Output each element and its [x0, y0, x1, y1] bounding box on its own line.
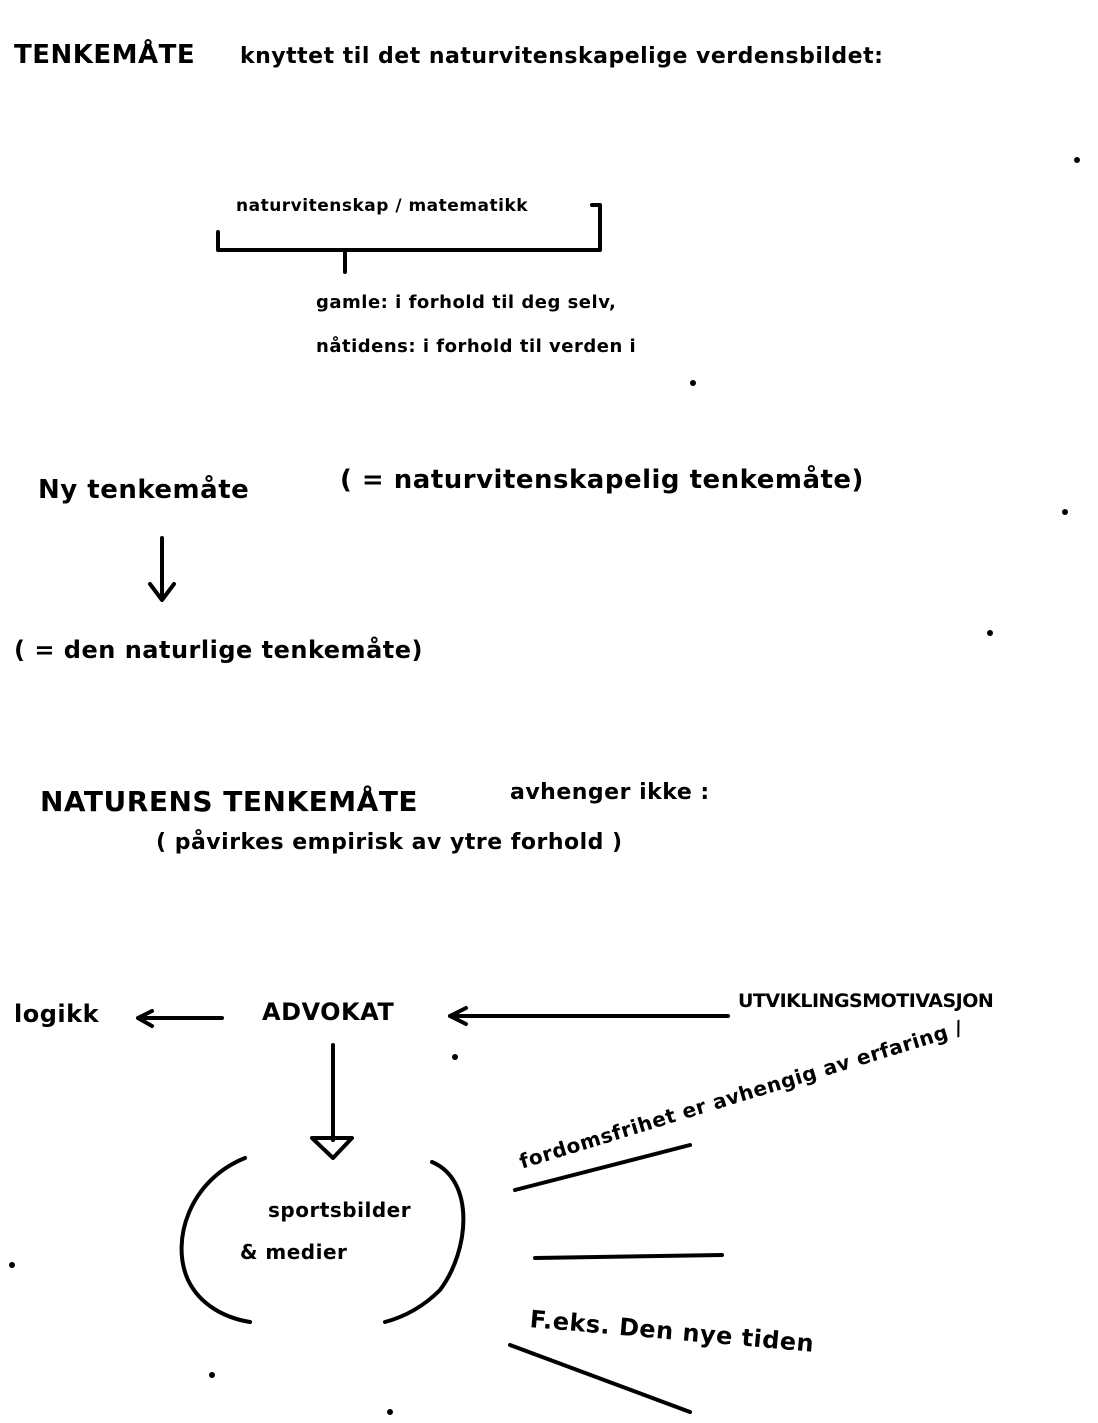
ink-dot [9, 1262, 15, 1268]
sub-line-1: gamle: i forhold til deg selv, [316, 292, 617, 313]
diagonal-line-2 [508, 1343, 692, 1414]
box-label: naturvitenskap / matematikk [236, 196, 529, 216]
ink-dot [987, 630, 993, 636]
ink-dot [209, 1372, 215, 1378]
ink-dot [690, 380, 696, 386]
logikk: logikk [14, 1000, 100, 1028]
ny-tenkemate: Ny tenkemåte [38, 475, 250, 505]
circle-right-paren [383, 1160, 466, 1324]
diagonal-line-1 [513, 1143, 692, 1192]
empirisk: ( påvirkes empirisk av ytre forhold ) [156, 830, 623, 855]
down-arrow-2-head [310, 1136, 354, 1160]
circle-left-paren [179, 1156, 252, 1324]
circle-line-1: sportsbilder [268, 1198, 412, 1222]
ink-dot [452, 1054, 458, 1060]
down-arrow-head [148, 582, 176, 602]
naturens-tenkemate: NATURENS TENKEMÅTE [40, 785, 419, 818]
heading-rest: knyttet til det naturvitenskapelige verd… [240, 44, 884, 69]
advokat: ADVOKAT [262, 998, 395, 1026]
den-naturlige: ( = den naturlige tenkemåte) [14, 636, 423, 664]
ink-dot [1062, 509, 1068, 515]
ny-tenkemate-paren: ( = naturvitenskapelig tenkemåte) [340, 465, 864, 495]
box-bracket [216, 203, 602, 252]
naturens-tenkemate-rest: avhenger ikke : [510, 780, 710, 805]
heading: TENKEMÅTE [14, 40, 196, 70]
ink-dot [1074, 157, 1080, 163]
middle-rule [533, 1253, 724, 1260]
circle-line-2: & medier [240, 1240, 348, 1264]
utvikling: UTVIKLINGSMOTIVASJON [738, 990, 994, 1012]
ink-dot [387, 1409, 393, 1415]
sub-line-2: nåtidens: i forhold til verden i [316, 336, 637, 357]
